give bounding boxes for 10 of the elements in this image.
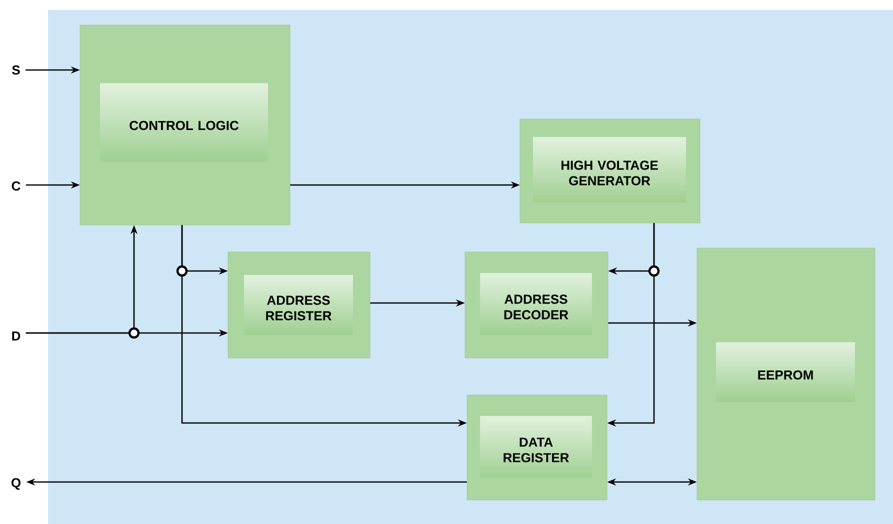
block-box: DATA REGISTER (466, 394, 608, 500)
signal-label: D (12, 332, 20, 340)
signal-label: Q (12, 478, 21, 490)
block-box: HIGH VOLTAGE GENERATOR (520, 118, 700, 224)
block-box: ADDRESS REGISTER (228, 252, 370, 358)
block-box: CONTROL LOGIC (80, 24, 290, 226)
block-box: EEPROM (696, 248, 876, 500)
signal-label: S (12, 65, 20, 75)
block-box: ADDRESS DECODER (464, 252, 608, 358)
signal-label: C (12, 181, 20, 191)
